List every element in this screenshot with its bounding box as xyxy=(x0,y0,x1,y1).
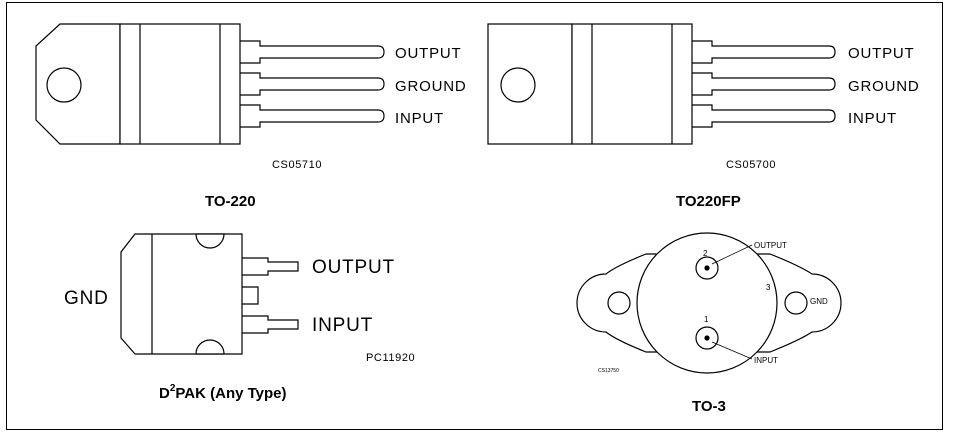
d2pak-center-stub xyxy=(242,286,259,305)
to3-input-label: INPUT xyxy=(754,356,778,365)
to3-pin1 xyxy=(695,326,719,350)
to3-left-hole xyxy=(607,291,631,315)
to3-pin1-number: 1 xyxy=(704,315,709,324)
d2pak-output-label: OUTPUT xyxy=(312,257,395,278)
to3-code: CS13750 xyxy=(598,368,619,374)
to3-pin2 xyxy=(695,256,719,280)
diagram-frame xyxy=(6,2,943,430)
to3-pin2-number: 2 xyxy=(703,249,708,258)
to220fp-code: CS05700 xyxy=(726,159,776,171)
to3-right-hole xyxy=(784,291,808,315)
to3-can xyxy=(636,232,778,374)
to220fp-output-label: OUTPUT xyxy=(848,45,914,62)
d2pak-bottom-notch xyxy=(195,339,225,355)
d2pak-output-lead xyxy=(242,257,299,276)
to220-leads xyxy=(240,40,385,128)
d2pak-input-label: INPUT xyxy=(312,315,373,336)
to220-body xyxy=(119,23,241,145)
to220fp-package: OUTPUT GROUND INPUT CS05700 TO220FP xyxy=(487,23,919,210)
d2pak-title: D2PAK (Any Type) xyxy=(159,383,287,402)
to220-mounting-hole xyxy=(46,67,82,103)
to220fp-leads xyxy=(692,40,836,128)
to220-input-label: INPUT xyxy=(395,110,444,127)
to220fp-body xyxy=(571,23,693,145)
to3-package: 2 1 3 OUTPUT INPUT GND CS13750 TO-3 xyxy=(576,232,842,415)
d2pak-body xyxy=(120,233,243,355)
to220-package: OUTPUT GROUND INPUT CS05710 TO-220 xyxy=(35,23,466,210)
to220-ground-label: GROUND xyxy=(395,78,466,95)
to220fp-title: TO220FP xyxy=(676,193,741,210)
to3-pin3-number: 3 xyxy=(766,283,771,292)
to3-title: TO-3 xyxy=(692,398,726,415)
to220-code: CS05710 xyxy=(272,159,322,171)
d2pak-package: GND OUTPUT INPUT PC11920 D2PAK (Any Type… xyxy=(64,233,415,402)
d2pak-top-notch xyxy=(195,233,225,249)
to220fp-input-label: INPUT xyxy=(848,110,897,127)
to3-output-label: OUTPUT xyxy=(754,241,787,250)
to220-output-label: OUTPUT xyxy=(395,45,461,62)
to220fp-mounting-hole xyxy=(500,67,536,103)
d2pak-gnd-label: GND xyxy=(64,288,109,309)
d2pak-code: PC11920 xyxy=(366,352,415,364)
to3-gnd-label: GND xyxy=(810,297,828,306)
to220-title: TO-220 xyxy=(205,193,256,210)
to220fp-tab xyxy=(487,23,573,145)
to220fp-ground-label: GROUND xyxy=(848,78,919,95)
to220-tab xyxy=(35,23,121,145)
d2pak-input-lead xyxy=(242,315,299,334)
